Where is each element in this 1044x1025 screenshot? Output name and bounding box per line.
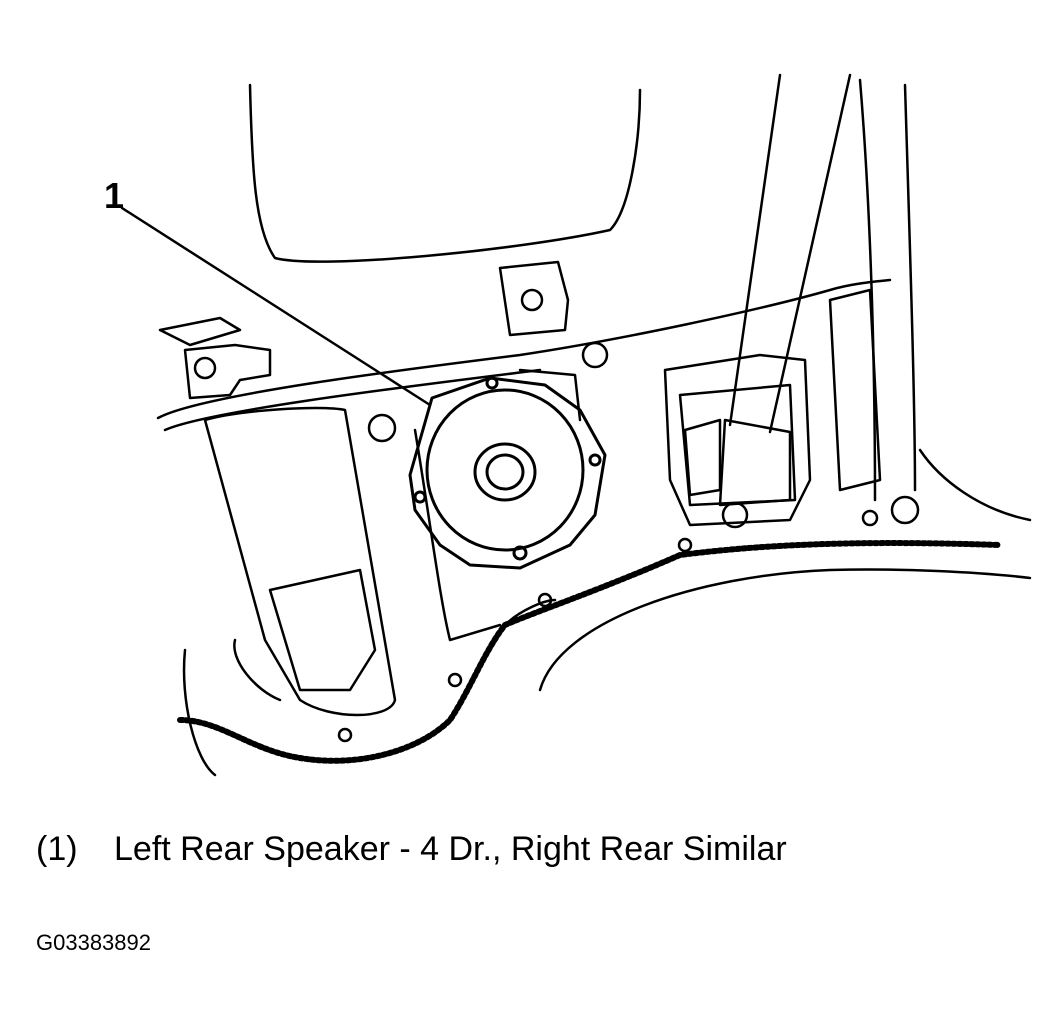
lower-left-cavity bbox=[203, 406, 397, 717]
legend-description: Left Rear Speaker - 4 Dr., Right Rear Si… bbox=[114, 830, 787, 868]
legend-key: (1) bbox=[36, 830, 78, 868]
rear-pillar bbox=[858, 78, 917, 502]
seatbelt-webbing bbox=[728, 73, 852, 434]
bolt bbox=[520, 288, 544, 312]
left-bracket bbox=[158, 316, 242, 347]
upper-bracket bbox=[498, 260, 570, 337]
bolt bbox=[367, 413, 397, 443]
bolt bbox=[581, 341, 609, 369]
wheel-well-trim bbox=[538, 568, 1032, 692]
callout-leader-line bbox=[120, 206, 432, 407]
bolt bbox=[890, 495, 920, 525]
speaker bbox=[408, 376, 607, 570]
figure-code: G03383892 bbox=[36, 930, 151, 955]
panel-upper-edge bbox=[156, 278, 892, 420]
wiring-harness bbox=[177, 540, 1003, 764]
callout-number: 1 bbox=[104, 175, 125, 216]
bolt bbox=[721, 501, 749, 529]
window-opening bbox=[248, 83, 642, 263]
speaker-location-illustration bbox=[120, 73, 1032, 777]
seatbelt-retractor-housing bbox=[663, 353, 812, 527]
bolt bbox=[193, 356, 217, 380]
bolt bbox=[861, 509, 879, 527]
